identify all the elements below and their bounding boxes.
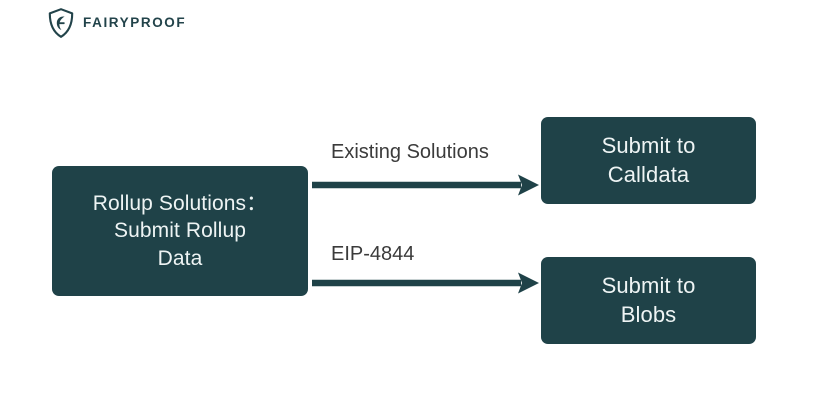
node-rollup-solutions-label: Rollup Solutions： Submit Rollup Data xyxy=(92,192,268,270)
edge-label-existing-solutions: Existing Solutions xyxy=(331,141,489,163)
arrow-eip-4844 xyxy=(312,272,539,294)
node-rollup-solutions[interactable]: Rollup Solutions： Submit Rollup Data xyxy=(52,166,308,296)
node-submit-to-blobs-label: Submit to Blobs xyxy=(601,272,696,327)
edge-label-eip-4844: EIP-4844 xyxy=(331,243,415,265)
brand-name: FAIRYPROOF xyxy=(83,15,187,31)
arrow-existing-solutions xyxy=(312,174,539,196)
node-submit-to-calldata-label: Submit to Calldata xyxy=(601,132,696,187)
node-submit-to-blobs[interactable]: Submit to Blobs xyxy=(541,257,756,344)
brand-logo: FAIRYPROOF xyxy=(48,8,186,38)
shield-f-icon xyxy=(48,8,74,38)
node-submit-to-calldata[interactable]: Submit to Calldata xyxy=(541,117,756,204)
